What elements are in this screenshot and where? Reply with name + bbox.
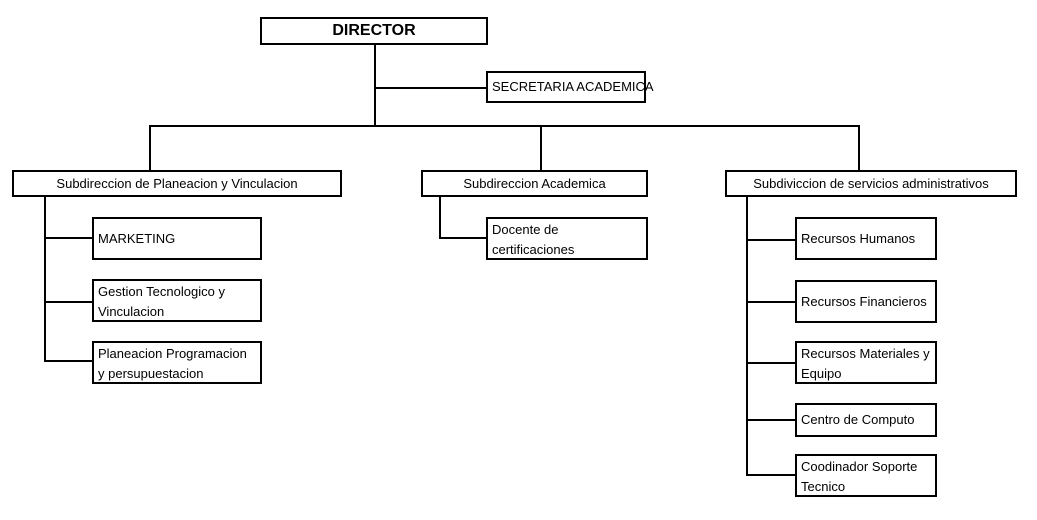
unit-recursos-materiales-box: Recursos Materiales y Equipo bbox=[795, 341, 937, 384]
administrativos-tick-1 bbox=[746, 239, 796, 241]
secretaria-box: SECRETARIA ACADEMICA bbox=[486, 71, 654, 103]
planeacion-tick-1 bbox=[44, 237, 93, 239]
subdireccion-administrativos-box: Subdiviccion de servicios administrativo… bbox=[725, 170, 1017, 197]
administrativos-branch-line bbox=[746, 196, 748, 476]
subdireccion-label: Subdireccion de Planeacion y Vinculacion bbox=[56, 175, 298, 191]
secretaria-label: SECRETARIA ACADEMICA bbox=[492, 79, 654, 94]
unit-label-line2: certificaciones bbox=[492, 242, 575, 257]
drop-planeacion bbox=[149, 125, 151, 171]
unit-gestion-box: Gestion Tecnologico y Vinculacion bbox=[92, 279, 262, 322]
subdireccion-academica-box: Subdireccion Academica bbox=[421, 170, 648, 197]
planeacion-branch-line bbox=[44, 196, 46, 361]
academica-tick-1 bbox=[439, 237, 487, 239]
unit-label-line2: y persupuestacion bbox=[98, 366, 204, 381]
unit-centro-computo-box: Centro de Computo bbox=[795, 403, 937, 437]
unit-label-line1: Coodinador Soporte bbox=[801, 459, 918, 474]
secretaria-connector bbox=[374, 87, 488, 89]
unit-label-line1: Gestion Tecnologico y bbox=[98, 284, 225, 299]
unit-label: Recursos Financieros bbox=[801, 293, 927, 309]
unit-marketing-box: MARKETING bbox=[92, 217, 262, 260]
unit-label: Centro de Computo bbox=[801, 412, 915, 427]
distribution-bar bbox=[149, 125, 860, 127]
unit-docente-box: Docente de certificaciones bbox=[486, 217, 648, 260]
subdireccion-label: Subdiviccion de servicios administrativo… bbox=[753, 175, 989, 191]
unit-label-line1: Planeacion Programacion bbox=[98, 346, 247, 361]
unit-planeacion-box: Planeacion Programacion y persupuestacio… bbox=[92, 341, 262, 384]
administrativos-tick-5 bbox=[746, 474, 796, 476]
unit-recursos-humanos-box: Recursos Humanos bbox=[795, 217, 937, 260]
unit-label-line1: Recursos Materiales y bbox=[801, 346, 930, 361]
drop-academica bbox=[540, 125, 542, 171]
planeacion-tick-2 bbox=[44, 301, 93, 303]
unit-label: MARKETING bbox=[98, 230, 176, 246]
subdireccion-label: Subdireccion Academica bbox=[463, 175, 606, 191]
unit-coodinador-box: Coodinador Soporte Tecnico bbox=[795, 454, 937, 497]
unit-recursos-financieros-box: Recursos Financieros bbox=[795, 280, 937, 323]
director-box: DIRECTOR bbox=[260, 17, 488, 45]
subdireccion-planeacion-box: Subdireccion de Planeacion y Vinculacion bbox=[12, 170, 342, 197]
unit-label-line1: Docente de bbox=[492, 222, 559, 237]
academica-branch-line bbox=[439, 196, 441, 239]
unit-label-line2: Tecnico bbox=[801, 479, 846, 494]
director-label: DIRECTOR bbox=[332, 22, 416, 39]
administrativos-tick-4 bbox=[746, 419, 796, 421]
drop-administrativos bbox=[858, 125, 860, 171]
planeacion-tick-3 bbox=[44, 360, 93, 362]
director-trunk-line bbox=[374, 43, 376, 126]
administrativos-tick-2 bbox=[746, 301, 796, 303]
unit-label: Recursos Humanos bbox=[801, 230, 916, 246]
administrativos-tick-3 bbox=[746, 362, 796, 364]
unit-label-line2: Equipo bbox=[801, 366, 842, 381]
unit-label-line2: Vinculacion bbox=[98, 304, 165, 319]
